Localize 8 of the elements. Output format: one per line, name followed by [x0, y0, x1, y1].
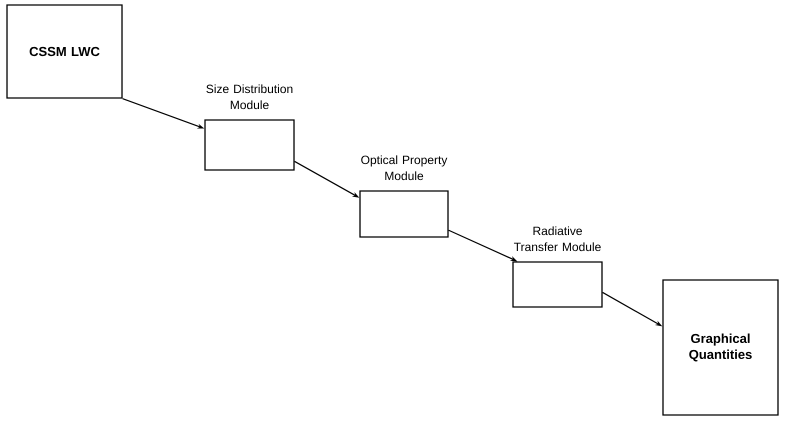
- process-box: CSSM LWC: [6, 4, 123, 99]
- process-box: Graphical Quantities: [662, 279, 779, 416]
- process-box: [512, 261, 603, 308]
- box-heading: Optical Property Module: [361, 155, 448, 180]
- process-box: [204, 119, 295, 171]
- box-heading: Size Distribution Module: [206, 84, 292, 110]
- box-heading: Radiative Transfer Module: [514, 226, 601, 252]
- process-box: [359, 190, 449, 238]
